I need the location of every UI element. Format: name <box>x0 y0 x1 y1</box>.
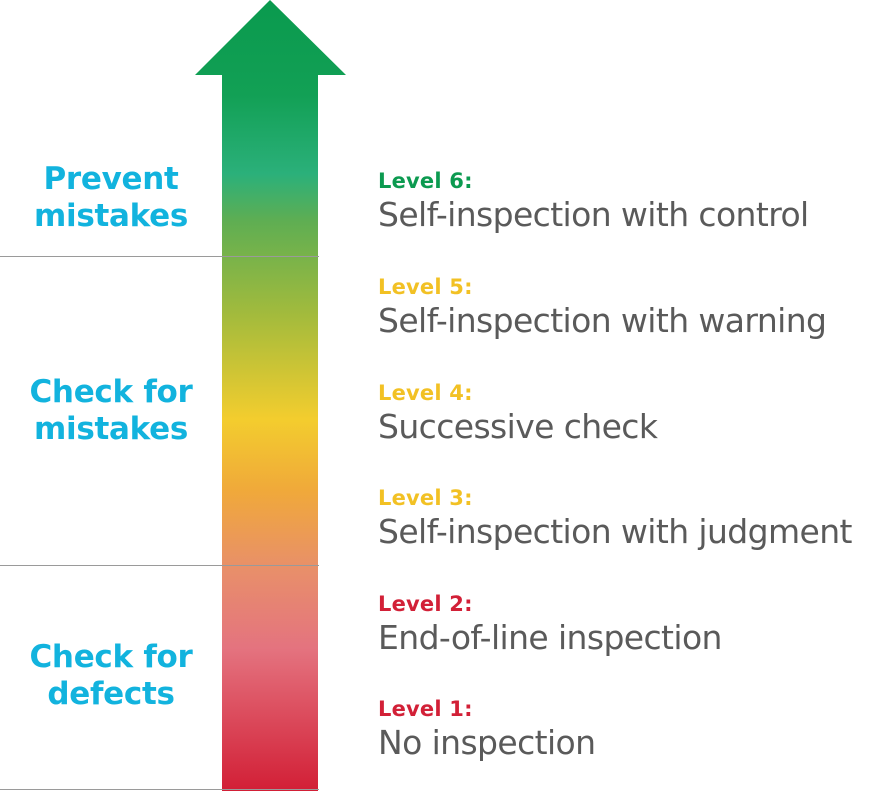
level-label: Level 6: <box>378 169 473 193</box>
stage-prevent-mistakes: Prevent mistakes <box>0 161 222 235</box>
level-5-item: Level 5: Self-inspection with warning <box>378 275 883 341</box>
level-description: Successive check <box>378 407 658 446</box>
level-label: Level 5: <box>378 275 473 299</box>
stage-line2: defects <box>47 676 175 712</box>
level-1-item: Level 1: No inspection <box>378 697 883 763</box>
level-description: Self-inspection with judgment <box>378 512 853 551</box>
level-description: Self-inspection with warning <box>378 301 827 340</box>
level-description: Self-inspection with control <box>378 195 809 234</box>
level-description: End-of-line inspection <box>378 618 722 657</box>
stage-line1: Check for <box>29 374 193 410</box>
level-2-item: Level 2: End-of-line inspection <box>378 592 883 658</box>
level-label: Level 2: <box>378 592 473 616</box>
level-description: No inspection <box>378 723 596 762</box>
section-divider-bottom <box>0 789 319 790</box>
stage-line1: Prevent <box>43 161 179 197</box>
level-label: Level 3: <box>378 486 473 510</box>
level-label: Level 4: <box>378 381 473 405</box>
level-label: Level 1: <box>378 697 473 721</box>
arrow-shape <box>195 0 346 791</box>
stage-check-for-mistakes: Check for mistakes <box>0 374 222 448</box>
section-divider-top <box>0 256 319 257</box>
level-3-item: Level 3: Self-inspection with judgment <box>378 486 883 552</box>
progress-arrow <box>195 0 346 791</box>
stage-line2: mistakes <box>34 198 188 234</box>
stage-check-for-defects: Check for defects <box>0 639 222 713</box>
level-6-item: Level 6: Self-inspection with control <box>378 169 883 235</box>
section-divider-middle <box>0 565 319 566</box>
level-4-item: Level 4: Successive check <box>378 381 883 447</box>
stage-line2: mistakes <box>34 411 188 447</box>
stage-line1: Check for <box>29 639 193 675</box>
